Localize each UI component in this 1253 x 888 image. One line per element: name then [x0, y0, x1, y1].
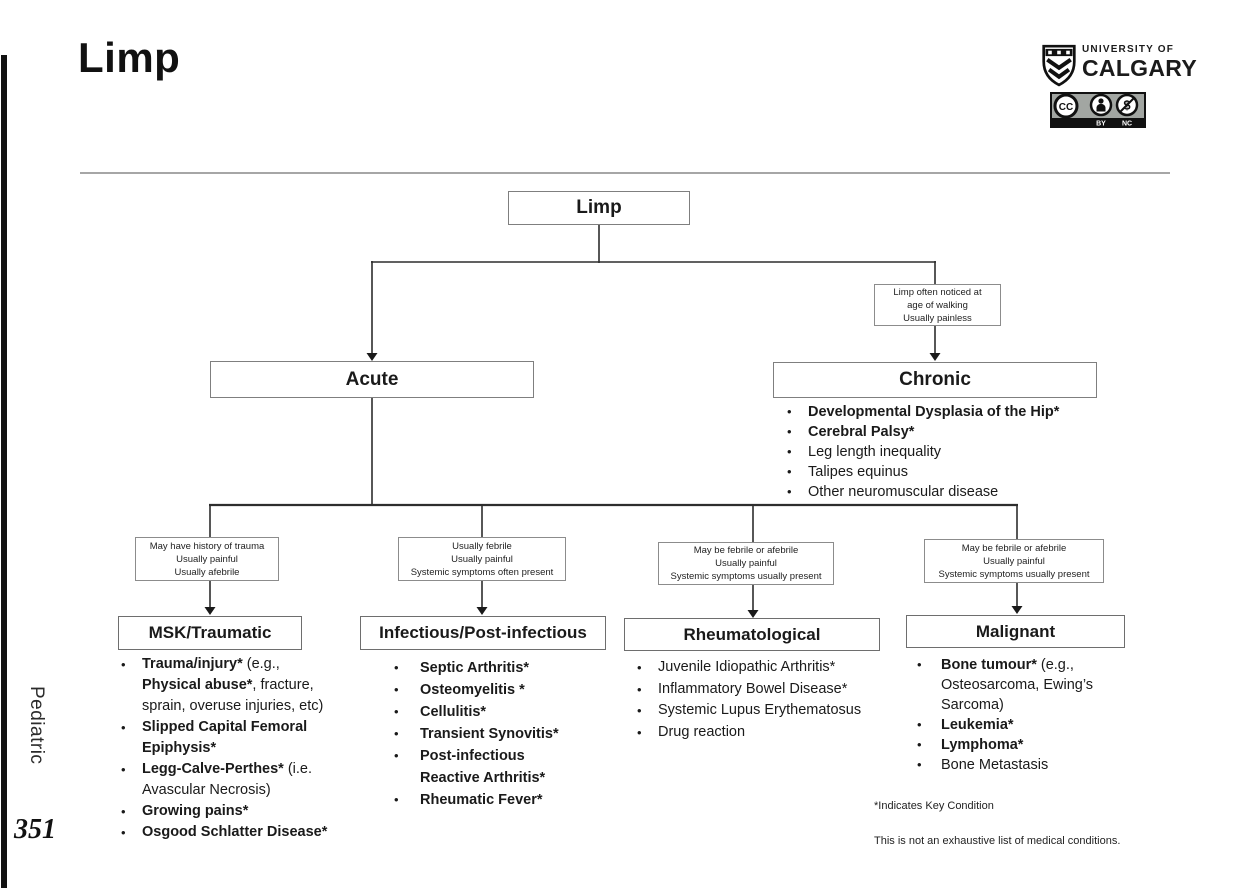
note-rheumatological: May be febrile or afebrile Usually painf…: [658, 542, 834, 585]
list-item: •Growing pains*: [121, 801, 333, 822]
note-infectious: Usually febrile Usually painful Systemic…: [398, 537, 566, 581]
bullet-icon: •: [394, 704, 399, 719]
bullet-icon: •: [917, 657, 922, 672]
page-number: 351: [14, 814, 56, 845]
list-item: •Cellulitis*: [394, 701, 594, 723]
bullet-icon: •: [787, 424, 792, 439]
node-limp: Limp: [508, 191, 690, 225]
bullet-icon: •: [637, 660, 642, 675]
list-item: •Legg-Calve-Perthes* (i.e. Avascular Nec…: [121, 761, 316, 798]
malignant-conditions-list: •Bone tumour* (e.g., Osteosarcoma, Ewing…: [917, 655, 1119, 775]
node-msk-traumatic: MSK/Traumatic: [118, 616, 302, 650]
node-rheumatological: Rheumatological: [624, 618, 880, 651]
page-title: Limp: [78, 34, 181, 81]
list-item: •Systemic Lupus Erythematosus: [637, 700, 899, 722]
svg-text:CC: CC: [1059, 102, 1073, 113]
list-item: •Leukemia*: [917, 717, 1014, 733]
bullet-icon: •: [637, 703, 642, 718]
bullet-icon: •: [394, 682, 399, 697]
uofc-crest-icon: [1041, 43, 1077, 94]
bullet-icon: •: [121, 825, 126, 840]
logo-line2: CALGARY: [1082, 55, 1197, 81]
node-malignant: Malignant: [906, 615, 1125, 648]
bullet-icon: •: [787, 484, 792, 499]
bullet-icon: •: [121, 762, 126, 777]
svg-text:BY: BY: [1096, 121, 1106, 128]
uofc-wordmark: UNIVERSITY OF CALGARY: [1082, 43, 1197, 80]
bullet-icon: •: [121, 720, 126, 735]
list-item: •Developmental Dysplasia of the Hip*: [787, 404, 1060, 420]
bullet-icon: •: [394, 726, 399, 741]
bullet-icon: •: [637, 681, 642, 697]
nc-icon: $: [1115, 93, 1139, 117]
list-item: •Osteomyelitis *: [394, 679, 594, 701]
footnote-key-condition: *Indicates Key Condition: [874, 800, 994, 812]
header-divider: [80, 172, 1170, 174]
infectious-conditions-list: •Septic Arthritis*•Osteomyelitis *•Cellu…: [394, 657, 594, 811]
university-of-calgary-logo: UNIVERSITY OF CALGARY: [1041, 43, 1197, 94]
logo-line1: UNIVERSITY OF: [1082, 44, 1175, 55]
node-chronic: Chronic: [773, 362, 1097, 398]
bullet-icon: •: [394, 792, 399, 807]
node-acute: Acute: [210, 361, 534, 398]
note-msk: May have history of trauma Usually painf…: [135, 537, 279, 581]
bullet-icon: •: [394, 748, 399, 763]
section-label-vertical: Pediatric: [26, 686, 47, 765]
bullet-icon: •: [637, 724, 642, 740]
list-item: •Bone Metastasis: [917, 757, 1049, 773]
list-item: •Juvenile Idiopathic Arthritis*: [637, 657, 899, 679]
bullet-icon: •: [787, 464, 792, 479]
bullet-icon: •: [917, 737, 922, 752]
msk-conditions-list: •Trauma/injury* (e.g., Physical abuse*, …: [121, 654, 333, 843]
list-item: •Leg length inequality: [787, 444, 942, 460]
list-item: •Post-infectious Reactive Arthritis*: [394, 745, 594, 789]
cc-by-nc-license-badge: CC $ BY NC: [1050, 92, 1146, 133]
bullet-icon: •: [121, 804, 126, 819]
rheumatological-conditions-list: •Juvenile Idiopathic Arthritis*•Inflamma…: [637, 657, 899, 743]
list-item: •Septic Arthritis*: [394, 657, 594, 679]
list-item: •Lymphoma*: [917, 737, 1024, 753]
list-item: •Rheumatic Fever*: [394, 789, 594, 811]
by-person-icon: [1089, 93, 1113, 117]
node-infectious: Infectious/Post-infectious: [360, 616, 606, 650]
list-item: •Other neuromuscular disease: [787, 484, 999, 500]
bullet-icon: •: [394, 660, 399, 675]
bullet-icon: •: [787, 444, 792, 459]
bullet-icon: •: [121, 657, 126, 672]
list-item: •Slipped Capital Femoral Epiphysis*: [121, 719, 312, 756]
list-item: •Drug reaction: [637, 722, 899, 744]
binder-edge-bar: [1, 55, 7, 888]
list-item: •Transient Synovitis*: [394, 723, 594, 745]
bullet-icon: •: [787, 404, 792, 419]
note-chronic: Limp often noticed at age of walking Usu…: [874, 284, 1001, 326]
chronic-conditions-list: •Developmental Dysplasia of the Hip* •Cer…: [787, 402, 1117, 502]
bullet-icon: •: [917, 717, 922, 732]
cc-icon: CC: [1053, 93, 1079, 119]
list-item: •Talipes equinus: [787, 464, 908, 480]
list-item: •Cerebral Palsy*: [787, 424, 915, 440]
list-item: •Bone tumour* (e.g., Osteosarcoma, Ewing…: [917, 657, 1098, 713]
footnote-disclaimer: This is not an exhaustive list of medica…: [874, 835, 1121, 847]
note-malignant: May be febrile or afebrile Usually painf…: [924, 539, 1104, 583]
bullet-icon: •: [917, 757, 922, 772]
list-item: •Trauma/injury* (e.g., Physical abuse*, …: [121, 656, 324, 714]
list-item: •Osgood Schlatter Disease*: [121, 822, 333, 843]
svg-text:NC: NC: [1122, 121, 1132, 128]
list-item: •Inflammatory Bowel Disease*: [637, 679, 899, 701]
